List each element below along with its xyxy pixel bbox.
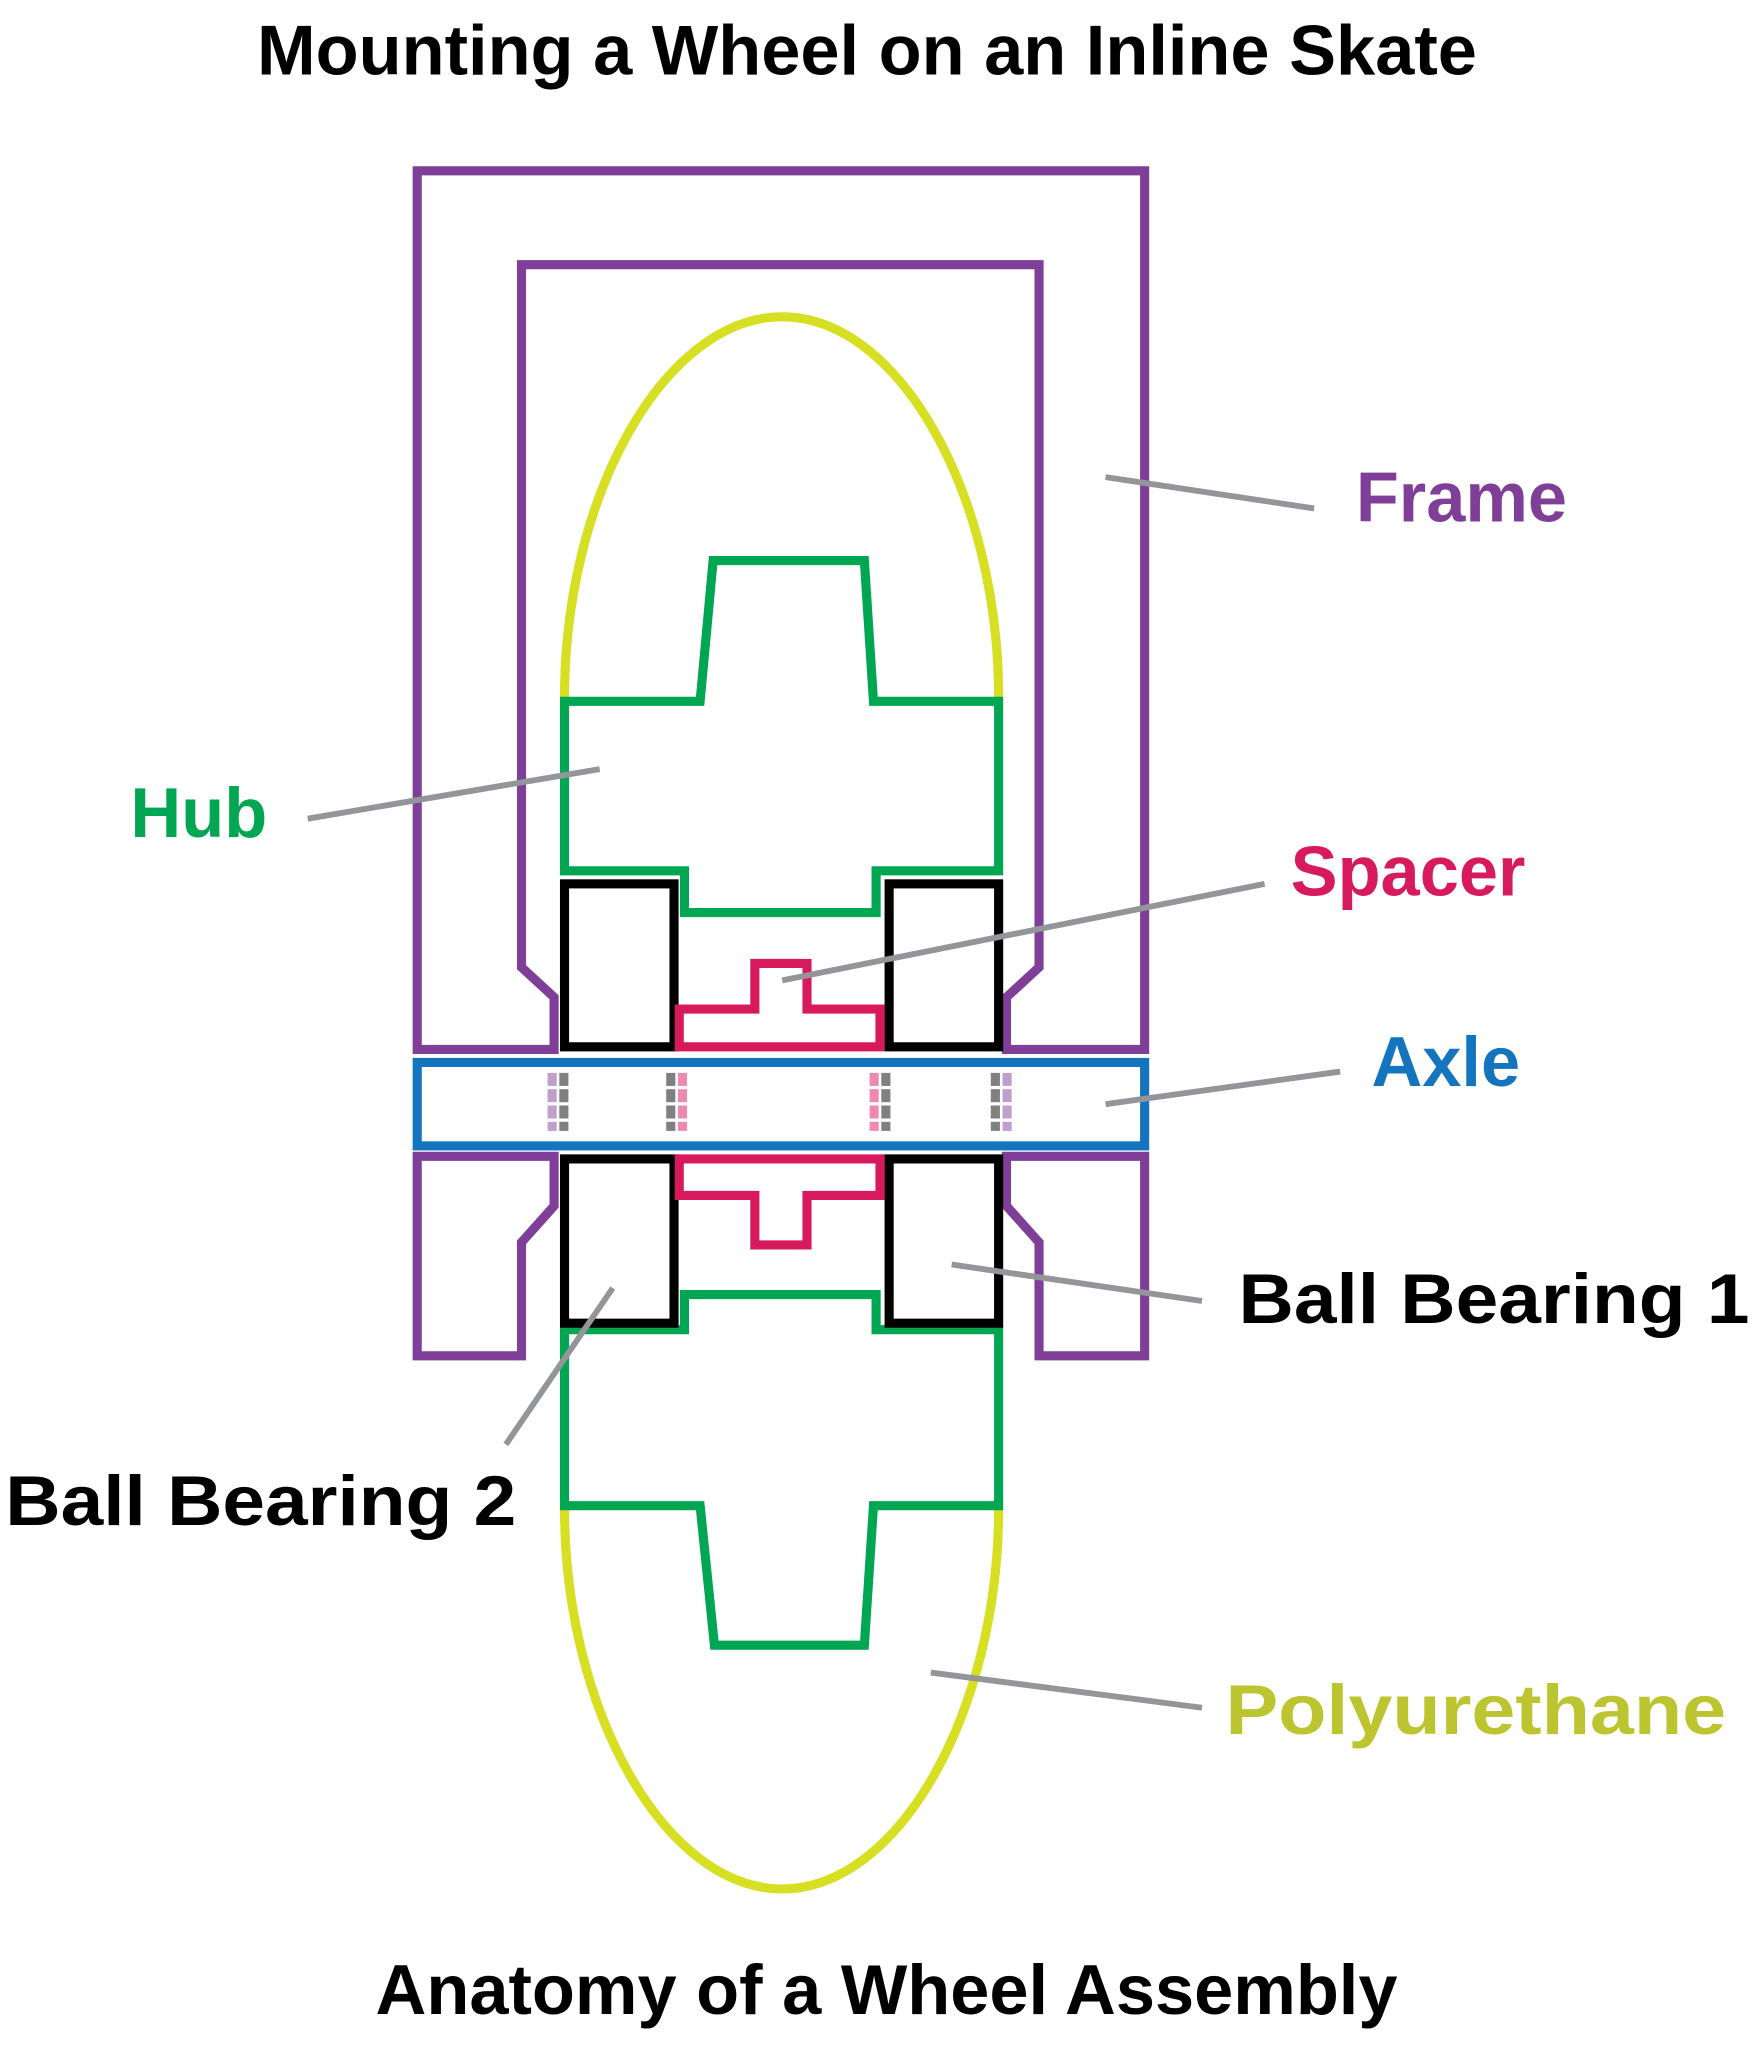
ball-bearing-1-label: Ball Bearing 1 [1238,1259,1749,1338]
axle-hidden-line-dash [559,1121,569,1131]
frame-upper [412,166,1150,1054]
polyurethane-leader-line [930,1669,1203,1711]
ball-bearing-upper-left [559,879,679,1052]
axle-hidden-line-dash [869,1121,879,1131]
axle [412,1057,1150,1151]
axle-hidden-lines [547,1072,1012,1131]
axle-hidden-line-dash [1002,1072,1012,1086]
axle-hidden-line-dash [666,1121,676,1131]
axle-hidden-line-dash [547,1072,557,1086]
axle-hidden-line-dash [881,1121,891,1131]
axle-hidden-line-dash [666,1105,676,1119]
hub-leader-line [307,766,601,822]
axle-hidden-line-dash [677,1121,688,1131]
ball-bearing-lower-right [884,1154,1004,1328]
axle-hidden-line-dash [559,1072,569,1086]
axle-hidden-line-dash [869,1089,879,1103]
axle-hidden-line-dash [677,1105,688,1119]
frame-lower-right [1001,1151,1150,1361]
axle-hidden-line-dash [881,1089,891,1103]
spacer-leader-line [781,880,1266,984]
ball-bearing-2-leader-line [503,1286,616,1447]
axle-hidden-line-dash [990,1105,1000,1119]
ball-bearing-upper-right [884,879,1004,1052]
axle-hidden-line-dash [990,1072,1000,1086]
frame-lower-left [412,1151,559,1361]
axle-hidden-line-dash [677,1089,688,1103]
axle-hidden-line-dash [559,1089,569,1103]
ball-bearing-1-leader-line [951,1261,1203,1304]
axle-hidden-line-dash [990,1089,1000,1103]
hub-lower [559,1289,1004,1650]
diagram-title: Mounting a Wheel on an Inline Skate [257,10,1477,89]
axle-hidden-line-dash [666,1072,676,1086]
axle-hidden-line-dash [666,1089,676,1103]
spacer-upper [674,958,885,1052]
ball-bearing-2-label: Ball Bearing 2 [5,1461,516,1540]
axle-hidden-line-dash [547,1121,557,1131]
axle-hidden-line-dash [1002,1121,1012,1131]
frame-leader-line [1105,474,1315,512]
polyurethane-lower [559,1508,1004,1894]
polyurethane-label: Polyurethane [1225,1670,1726,1749]
axle-hidden-line-dash [1002,1105,1012,1119]
spacer-label: Spacer [1291,832,1526,911]
axle-hidden-line-dash [559,1105,569,1119]
polyurethane-upper [559,312,1004,698]
axle-hidden-line-dash [547,1089,557,1103]
axle-leader-line [1105,1068,1341,1108]
axle-hidden-line-dash [547,1105,557,1119]
axle-hidden-line-dash [869,1072,879,1086]
axle-hidden-line-dash [881,1072,891,1086]
axle-hidden-line-dash [869,1105,879,1119]
frame-label: Frame [1356,457,1567,536]
diagram-subtitle: Anatomy of a Wheel Assembly [376,1950,1398,2029]
spacer-lower [674,1154,885,1250]
axle-hidden-line-dash [990,1121,1000,1131]
axle-hidden-line-dash [1002,1089,1012,1103]
axle-label: Axle [1371,1022,1520,1101]
axle-hidden-line-dash [881,1105,891,1119]
hub-upper [559,555,1004,918]
hub-label: Hub [130,773,267,852]
axle-hidden-line-dash [677,1072,688,1086]
ball-bearing-lower-left [559,1154,679,1328]
